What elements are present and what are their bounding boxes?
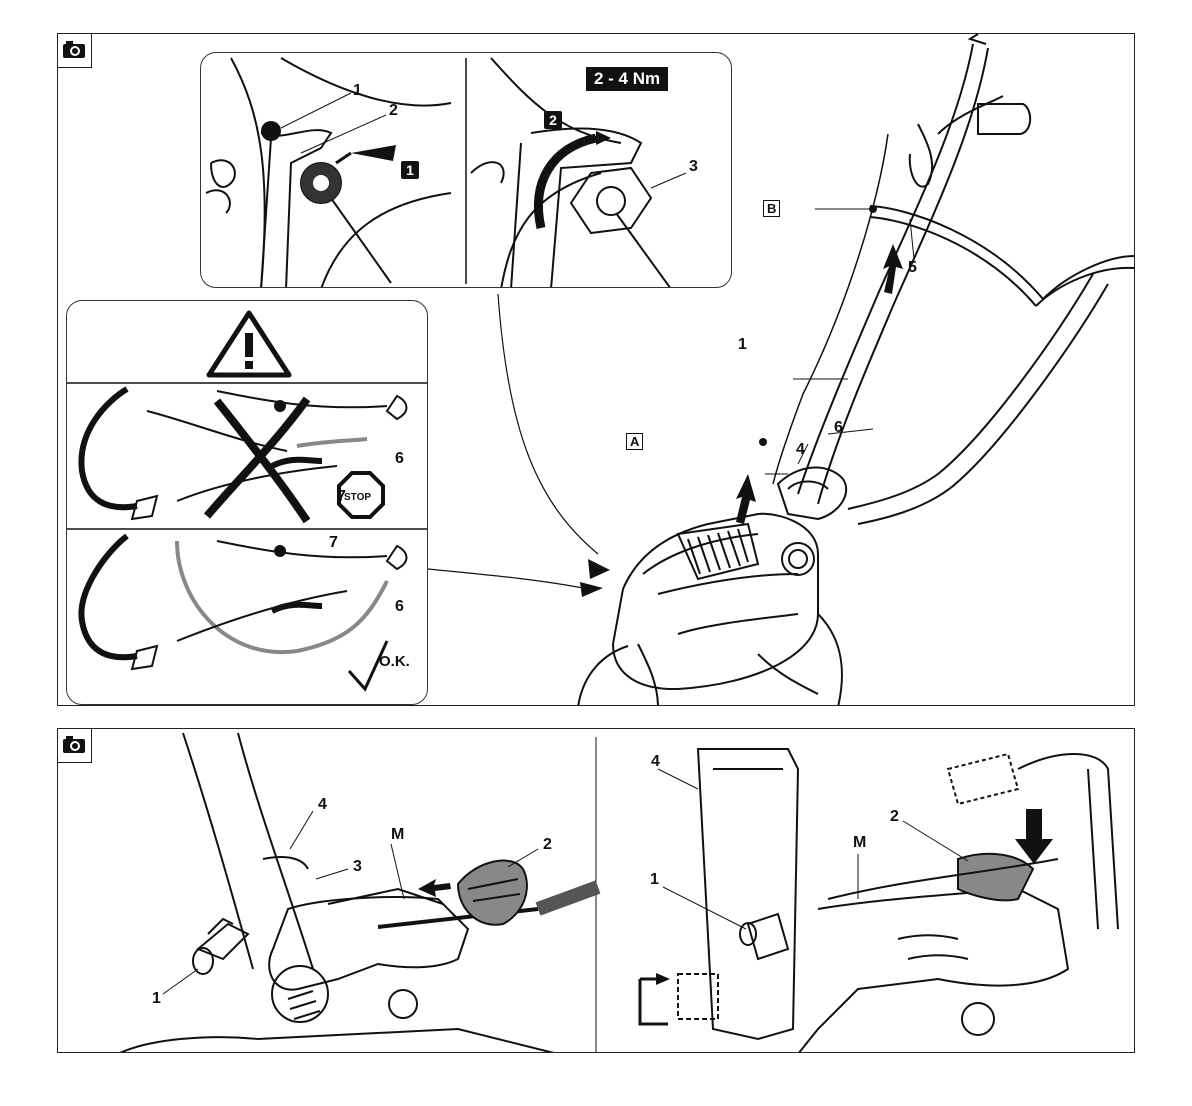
ok-text: O.K.	[379, 653, 410, 670]
bottom-right-label-1: 1	[650, 872, 659, 888]
label-3-right-inset: 3	[689, 159, 698, 175]
label-2-left-inset: 2	[389, 103, 398, 119]
bottom-right-label-4: 4	[651, 754, 660, 770]
warning-triangle-icon	[209, 313, 289, 375]
bottom-left-label-4: 4	[318, 797, 327, 813]
step-1-badge: 1	[401, 161, 419, 179]
stop-sign-text: STOP	[344, 490, 371, 506]
torque-value: 2 - 4 Nm	[586, 67, 668, 91]
label-7-right: 7	[329, 535, 338, 551]
bottom-left-label-m: M	[391, 827, 404, 843]
label-6-wrong: 6	[395, 451, 404, 467]
label-6-main: 6	[834, 420, 843, 436]
cable-installation-illustration	[67, 301, 428, 705]
camera-icon	[58, 729, 92, 763]
label-1-left-inset: 1	[353, 83, 362, 99]
bottom-left-label-1: 1	[152, 991, 161, 1007]
bottom-left-label-2: 2	[543, 837, 552, 853]
cable-clip-illustration	[58, 729, 1135, 1053]
top-panel: 1 2 1 2 - 4 Nm 2 3	[57, 33, 1135, 706]
cable-warning-inset: 6 7 STOP 7 6 O.K.	[66, 300, 428, 705]
label-5-main: 5	[908, 260, 917, 276]
tightening-inset: 1 2 1 2 - 4 Nm 2 3	[200, 52, 732, 288]
camera-icon-box-bottom	[58, 729, 92, 763]
label-1-main: 1	[738, 337, 747, 353]
label-6-right: 6	[395, 599, 404, 615]
camera-icon	[58, 34, 92, 68]
label-4-main: 4	[796, 442, 805, 458]
step-2-badge: 2	[544, 111, 562, 129]
camera-icon-box	[58, 34, 92, 68]
point-b-label: B	[763, 200, 780, 217]
bottom-right-label-m: M	[853, 835, 866, 851]
bottom-panel: 4 M 3 2 1 4 M 2 1	[57, 728, 1135, 1053]
bottom-left-label-3: 3	[353, 859, 362, 875]
bottom-right-label-2: 2	[890, 809, 899, 825]
point-a-label: A	[626, 433, 643, 450]
